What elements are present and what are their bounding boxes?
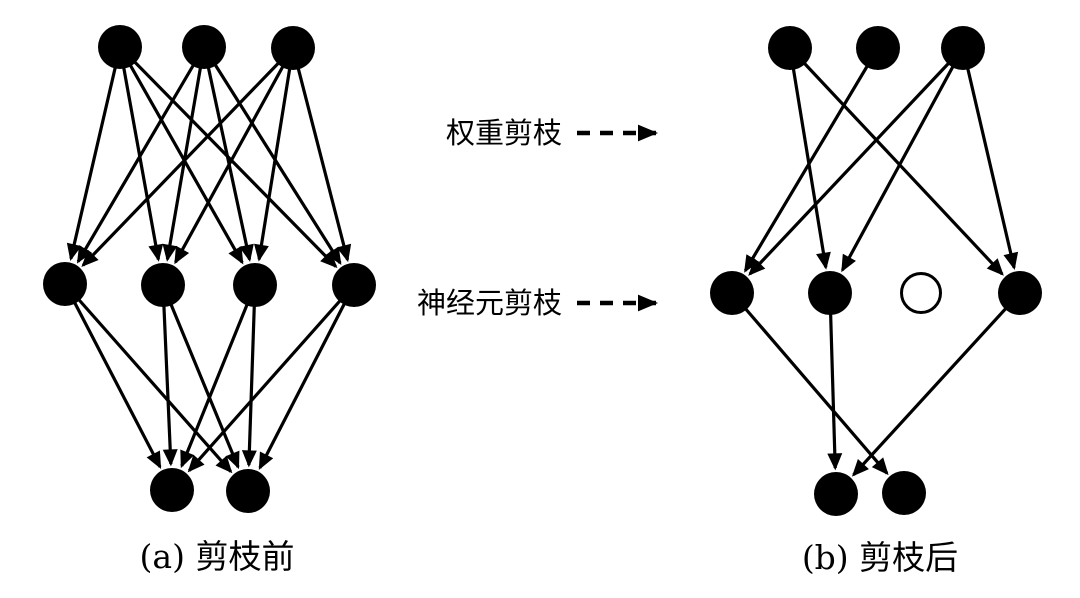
connection-arrow — [161, 284, 178, 467]
connection-arrow — [730, 291, 889, 476]
weight-pruning-label: 权重剪枝 — [446, 116, 562, 150]
neuron-node — [998, 271, 1042, 315]
connection-arrow — [291, 47, 352, 263]
connection-arrow — [81, 46, 295, 268]
network-before-pruning — [43, 25, 376, 513]
connection-arrow — [174, 47, 295, 265]
neuron-node — [941, 26, 985, 70]
neuron-node — [141, 263, 185, 307]
connection-arrow — [743, 47, 880, 273]
connection-arrow — [258, 284, 356, 470]
caption-after-pruning: (b) 剪枝后 — [802, 538, 958, 577]
network-after-pruning — [710, 26, 1042, 516]
neuron-node — [768, 26, 812, 70]
connection-arrow — [851, 291, 1022, 477]
neuron-node — [814, 472, 858, 516]
neuron-node — [856, 26, 900, 70]
connection-arrow — [63, 282, 233, 474]
connection-arrow — [162, 46, 206, 262]
connection-arrow — [748, 46, 965, 276]
connection-arrow — [827, 292, 843, 471]
connection-arrow — [118, 46, 244, 265]
connection-arrow — [788, 47, 831, 270]
connection-arrow — [241, 284, 257, 468]
connection-arrow — [66, 46, 122, 261]
connection-arrow — [63, 283, 162, 470]
connection-arrow — [202, 46, 342, 266]
neuron-pruning-annotation: 神经元剪枝 — [417, 286, 658, 320]
neuron-node — [98, 25, 142, 69]
weight-pruning-annotation: 权重剪枝 — [446, 116, 658, 150]
caption-before-pruning: (a) 剪枝前 — [140, 537, 295, 576]
connection-arrow — [788, 46, 1004, 276]
neuron-node — [150, 468, 194, 512]
neuron-node — [226, 469, 270, 513]
connection-arrow — [118, 46, 164, 262]
connection-arrow — [961, 47, 1019, 270]
neuron-node — [233, 263, 277, 307]
neuron-node — [332, 263, 376, 307]
connection-arrow — [254, 47, 295, 262]
connection-arrow — [76, 46, 206, 264]
neuron-node — [43, 262, 87, 306]
neuron-node — [808, 271, 852, 315]
connection-arrow — [161, 284, 240, 470]
neuron-pruning-label: 神经元剪枝 — [417, 286, 562, 320]
connection-arrow — [202, 46, 254, 262]
pruned-neuron-node — [900, 272, 942, 314]
neuron-node — [182, 25, 226, 69]
neuron-node — [271, 26, 315, 70]
neuron-node — [710, 271, 754, 315]
connection-arrow — [180, 284, 257, 469]
connection-arrow — [840, 47, 965, 273]
connection-arrow — [187, 283, 356, 473]
neuron-node — [882, 471, 926, 515]
